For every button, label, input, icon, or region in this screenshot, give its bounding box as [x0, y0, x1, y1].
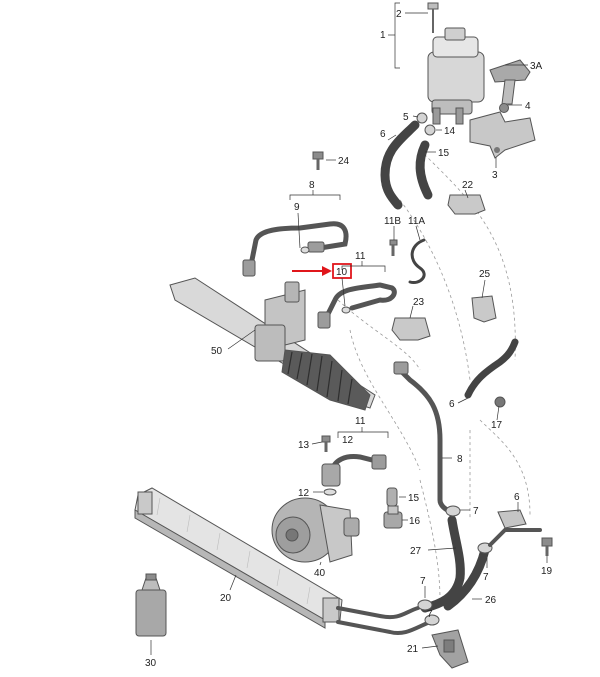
callout-7-b: 7	[483, 572, 489, 583]
callout-6-top: 6	[380, 129, 386, 140]
callout-24: 24	[338, 156, 350, 167]
bolt-11B	[389, 239, 398, 256]
callout-4: 4	[525, 101, 531, 112]
callout-7-a: 7	[473, 506, 479, 517]
callout-22: 22	[462, 180, 474, 191]
callout-12-lower: 12	[298, 488, 310, 499]
oil-cooler	[134, 487, 343, 629]
nut-4	[499, 103, 509, 113]
leader-lines	[150, 2, 548, 655]
bracket-21	[431, 629, 469, 669]
callout-21: 21	[407, 644, 419, 655]
callout-25: 25	[479, 269, 491, 280]
callout-11-lower: 11	[355, 416, 366, 427]
bolt-13	[321, 435, 331, 452]
callout-13: 13	[298, 440, 310, 451]
fluid-reservoir	[427, 27, 485, 125]
return-line-8	[395, 365, 455, 515]
callout-11A: 11A	[408, 216, 425, 227]
callout-1: 1	[380, 30, 386, 41]
pump-pressure-line-12	[321, 454, 387, 487]
clamp-14	[424, 124, 436, 136]
dipstick-cap	[427, 2, 439, 33]
callout-7-c: 7	[420, 576, 426, 587]
callout-16: 16	[409, 516, 421, 527]
callout-15-lower: 15	[408, 493, 420, 504]
clamp-7d	[424, 614, 440, 626]
callout-12-upper: 12	[342, 435, 354, 446]
hose-clamp-22	[447, 194, 486, 215]
callout-50: 50	[211, 346, 223, 357]
callout-6-low: 6	[514, 492, 520, 503]
callout-19: 19	[541, 566, 553, 577]
hose-clip-25	[471, 295, 497, 323]
steering-pump	[271, 497, 360, 563]
callout-27: 27	[410, 546, 422, 557]
clip-11A	[408, 238, 426, 285]
callout-11B: 11B	[384, 216, 401, 227]
callout-7-d: 7	[427, 609, 433, 620]
callout-15-top: 15	[438, 148, 450, 159]
clamp-5	[416, 112, 428, 124]
callout-5: 5	[403, 112, 409, 123]
nut-17	[494, 396, 506, 408]
callout-40: 40	[314, 568, 326, 579]
cooler-pipe-lower	[336, 620, 432, 635]
clamp-15	[386, 487, 398, 507]
seal-12	[323, 488, 337, 496]
callout-11-upper: 11	[355, 251, 366, 262]
callout-8-top: 8	[309, 180, 315, 191]
callout-3A: 3A	[530, 61, 543, 72]
clamp-16	[383, 505, 403, 529]
hose-clamp-23	[391, 317, 431, 341]
rack-bellows	[281, 349, 371, 411]
bolt-24	[312, 151, 324, 170]
callout-26: 26	[485, 595, 497, 606]
callout-30: 30	[145, 658, 157, 669]
pressure-line-9	[242, 221, 349, 277]
callout-17: 17	[491, 420, 503, 431]
callout-9: 9	[294, 202, 300, 213]
cooler-pipe-upper	[336, 606, 420, 619]
clamp-7a	[445, 505, 461, 517]
callout-23: 23	[413, 297, 425, 308]
reservoir-bracket	[489, 59, 531, 105]
callout-14: 14	[444, 126, 456, 137]
callout-8-lower: 8	[457, 454, 463, 465]
clamp-7c	[417, 599, 433, 611]
callout-20: 20	[220, 593, 232, 604]
fluid-bottle	[135, 573, 167, 637]
callout-labels: 2 1 3A 4 5 14 6 15 3 24 8 22 9 11B 11A 1…	[145, 9, 553, 669]
line-6-lower	[488, 509, 542, 547]
callout-10: 10	[336, 267, 348, 278]
bolt-19	[541, 537, 553, 556]
pressure-line-11	[317, 282, 397, 329]
mounting-bracket	[469, 111, 536, 159]
callout-2: 2	[396, 9, 402, 20]
callout-6-mid: 6	[449, 399, 455, 410]
callout-3: 3	[492, 170, 498, 181]
